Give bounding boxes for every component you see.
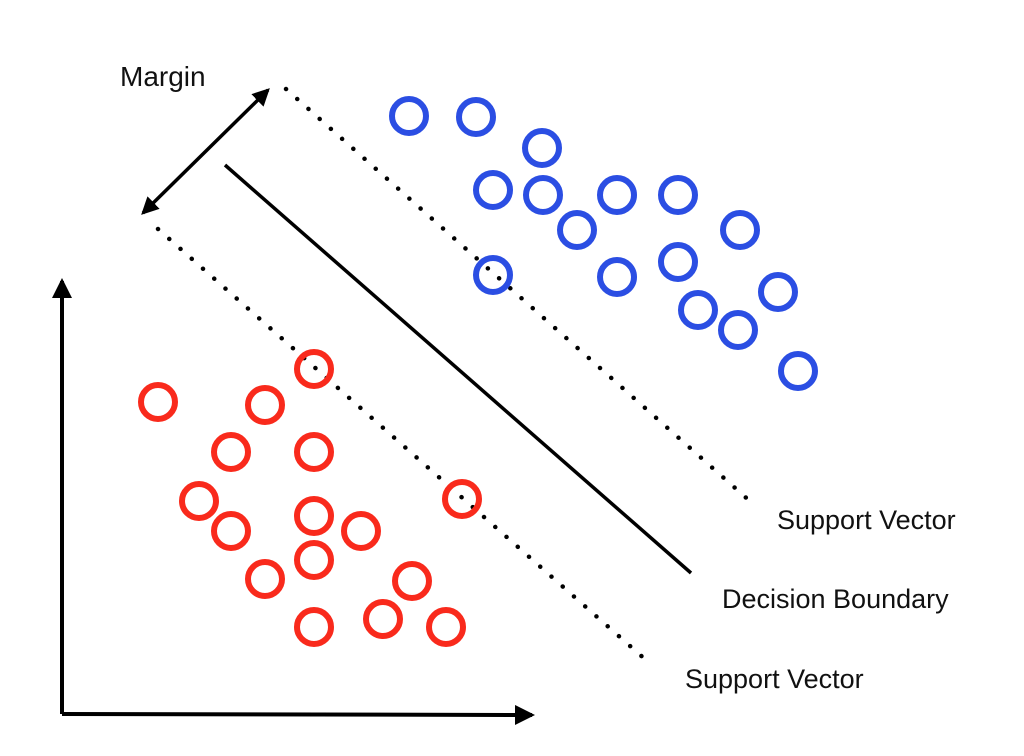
blue-class-points — [389, 96, 818, 391]
data-point-red — [363, 599, 403, 639]
data-point-red — [294, 540, 334, 580]
data-point-blue — [778, 351, 818, 391]
data-point-blue — [658, 242, 698, 282]
data-point-red — [294, 432, 334, 472]
data-point-blue — [522, 128, 562, 168]
data-point-blue — [597, 257, 637, 297]
decision-boundary-line — [223, 163, 693, 575]
data-point-red — [179, 481, 219, 521]
data-point-red — [294, 349, 334, 389]
data-point-red — [294, 496, 334, 536]
data-point-red — [138, 382, 178, 422]
decision-boundary-label: Decision Boundary — [722, 584, 949, 614]
data-point-red — [392, 561, 432, 601]
support-vector-upper-label: Support Vector — [777, 505, 956, 535]
margin-label: Margin — [120, 61, 206, 92]
data-point-blue — [456, 97, 496, 137]
data-point-blue — [758, 272, 798, 312]
support-vector-line-upper — [283, 86, 755, 506]
data-point-blue — [678, 290, 718, 330]
data-point-blue — [658, 175, 698, 215]
data-point-red — [245, 385, 285, 425]
margin-extent-arrow — [141, 88, 270, 215]
data-point-red — [294, 607, 334, 647]
data-point-red — [211, 511, 251, 551]
boundary-and-margin-lines — [155, 86, 755, 664]
data-point-blue — [473, 170, 513, 210]
data-point-blue — [473, 255, 513, 295]
data-point-blue — [523, 175, 563, 215]
data-point-red — [245, 559, 285, 599]
data-point-red — [341, 511, 381, 551]
margin-double-arrow — [141, 88, 270, 215]
data-point-red — [211, 432, 251, 472]
axes — [52, 278, 535, 725]
data-point-blue — [557, 210, 597, 250]
x-axis — [61, 704, 535, 725]
data-point-blue — [720, 210, 760, 250]
support-vector-lower-label: Support Vector — [685, 664, 864, 694]
data-point-red — [426, 607, 466, 647]
data-point-red — [442, 479, 482, 519]
data-point-blue — [597, 175, 637, 215]
data-point-blue — [718, 310, 758, 350]
red-class-points — [138, 349, 482, 647]
data-point-blue — [389, 96, 429, 136]
